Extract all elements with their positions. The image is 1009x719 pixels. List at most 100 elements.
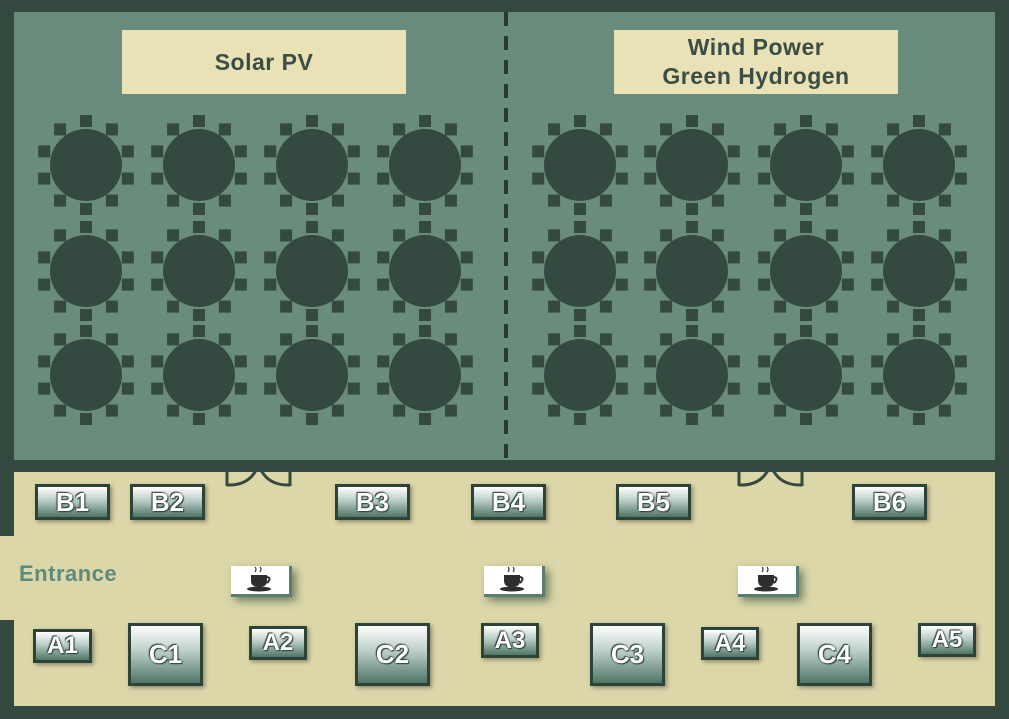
table-top — [770, 235, 842, 307]
booth-a4[interactable]: A4 — [701, 627, 759, 660]
chair — [887, 123, 900, 136]
chair — [871, 251, 884, 264]
table-top — [276, 339, 348, 411]
chair — [938, 404, 951, 417]
chair — [460, 172, 473, 185]
round-table[interactable] — [151, 221, 247, 321]
booth-c2[interactable]: C2 — [355, 623, 430, 686]
chair — [105, 194, 118, 207]
chair — [938, 333, 951, 346]
round-table[interactable] — [38, 221, 134, 321]
chair — [574, 221, 586, 233]
round-table[interactable] — [871, 325, 967, 425]
chair — [727, 382, 740, 395]
round-table[interactable] — [758, 325, 854, 425]
round-table[interactable] — [151, 325, 247, 425]
hall-label-left: Solar PV — [122, 30, 406, 94]
booth-b3[interactable]: B3 — [335, 484, 410, 520]
coffee-station[interactable] — [231, 566, 292, 597]
chair — [727, 278, 740, 291]
round-table[interactable] — [377, 221, 473, 321]
booth-b2[interactable]: B2 — [130, 484, 205, 520]
booth-a2[interactable]: A2 — [249, 626, 307, 660]
round-table[interactable] — [151, 115, 247, 215]
chair — [841, 251, 854, 264]
chair — [711, 300, 724, 313]
door-left[interactable] — [225, 465, 292, 487]
hall-label-right-line-2: Green Hydrogen — [662, 63, 850, 89]
chair — [800, 115, 812, 127]
booth-c3[interactable]: C3 — [590, 623, 665, 686]
booth-a1[interactable]: A1 — [33, 629, 92, 663]
chair — [306, 309, 318, 321]
chair — [800, 325, 812, 337]
chair — [419, 115, 431, 127]
booth-c1[interactable]: C1 — [128, 623, 203, 686]
round-table[interactable] — [532, 221, 628, 321]
chair — [727, 172, 740, 185]
chair — [121, 382, 134, 395]
round-table[interactable] — [644, 221, 740, 321]
chair — [377, 278, 390, 291]
round-table[interactable] — [644, 325, 740, 425]
hall-label-right-line-1: Wind Power — [687, 34, 825, 60]
round-table[interactable] — [377, 115, 473, 215]
round-table[interactable] — [758, 221, 854, 321]
booth-a5[interactable]: A5 — [918, 623, 976, 657]
chair — [871, 172, 884, 185]
round-table[interactable] — [38, 115, 134, 215]
chair — [532, 145, 545, 158]
table-top — [883, 129, 955, 201]
chair — [377, 172, 390, 185]
chair — [660, 404, 673, 417]
chair — [758, 355, 771, 368]
booth-a3[interactable]: A3 — [481, 623, 539, 658]
round-table[interactable] — [532, 325, 628, 425]
chair — [615, 382, 628, 395]
chair — [460, 382, 473, 395]
round-table[interactable] — [264, 325, 360, 425]
round-table[interactable] — [264, 221, 360, 321]
chair — [218, 333, 231, 346]
chair — [80, 115, 92, 127]
table-top — [50, 129, 122, 201]
chair — [954, 251, 967, 264]
booth-b5[interactable]: B5 — [616, 484, 691, 520]
booth-b4[interactable]: B4 — [471, 484, 546, 520]
round-table[interactable] — [871, 115, 967, 215]
chair — [599, 404, 612, 417]
round-table[interactable] — [377, 325, 473, 425]
chair — [954, 145, 967, 158]
round-table[interactable] — [758, 115, 854, 215]
chair — [419, 203, 431, 215]
booth-b6[interactable]: B6 — [852, 484, 927, 520]
chair — [38, 145, 51, 158]
chair — [938, 300, 951, 313]
round-table[interactable] — [871, 221, 967, 321]
chair — [460, 355, 473, 368]
chair — [393, 300, 406, 313]
table-top — [163, 235, 235, 307]
door-right[interactable] — [737, 465, 804, 487]
booth-b1[interactable]: B1 — [35, 484, 110, 520]
chair — [419, 309, 431, 321]
chair — [54, 300, 67, 313]
chair — [774, 194, 787, 207]
chair — [758, 278, 771, 291]
coffee-station[interactable] — [738, 566, 799, 597]
chair — [121, 278, 134, 291]
chair — [686, 325, 698, 337]
chair — [711, 404, 724, 417]
coffee-station[interactable] — [484, 566, 545, 597]
table-top — [544, 235, 616, 307]
chair — [615, 251, 628, 264]
table-top — [389, 235, 461, 307]
chair — [615, 355, 628, 368]
chair — [800, 413, 812, 425]
round-table[interactable] — [38, 325, 134, 425]
booth-c4[interactable]: C4 — [797, 623, 872, 686]
round-table[interactable] — [532, 115, 628, 215]
chair — [774, 404, 787, 417]
round-table[interactable] — [644, 115, 740, 215]
round-table[interactable] — [264, 115, 360, 215]
